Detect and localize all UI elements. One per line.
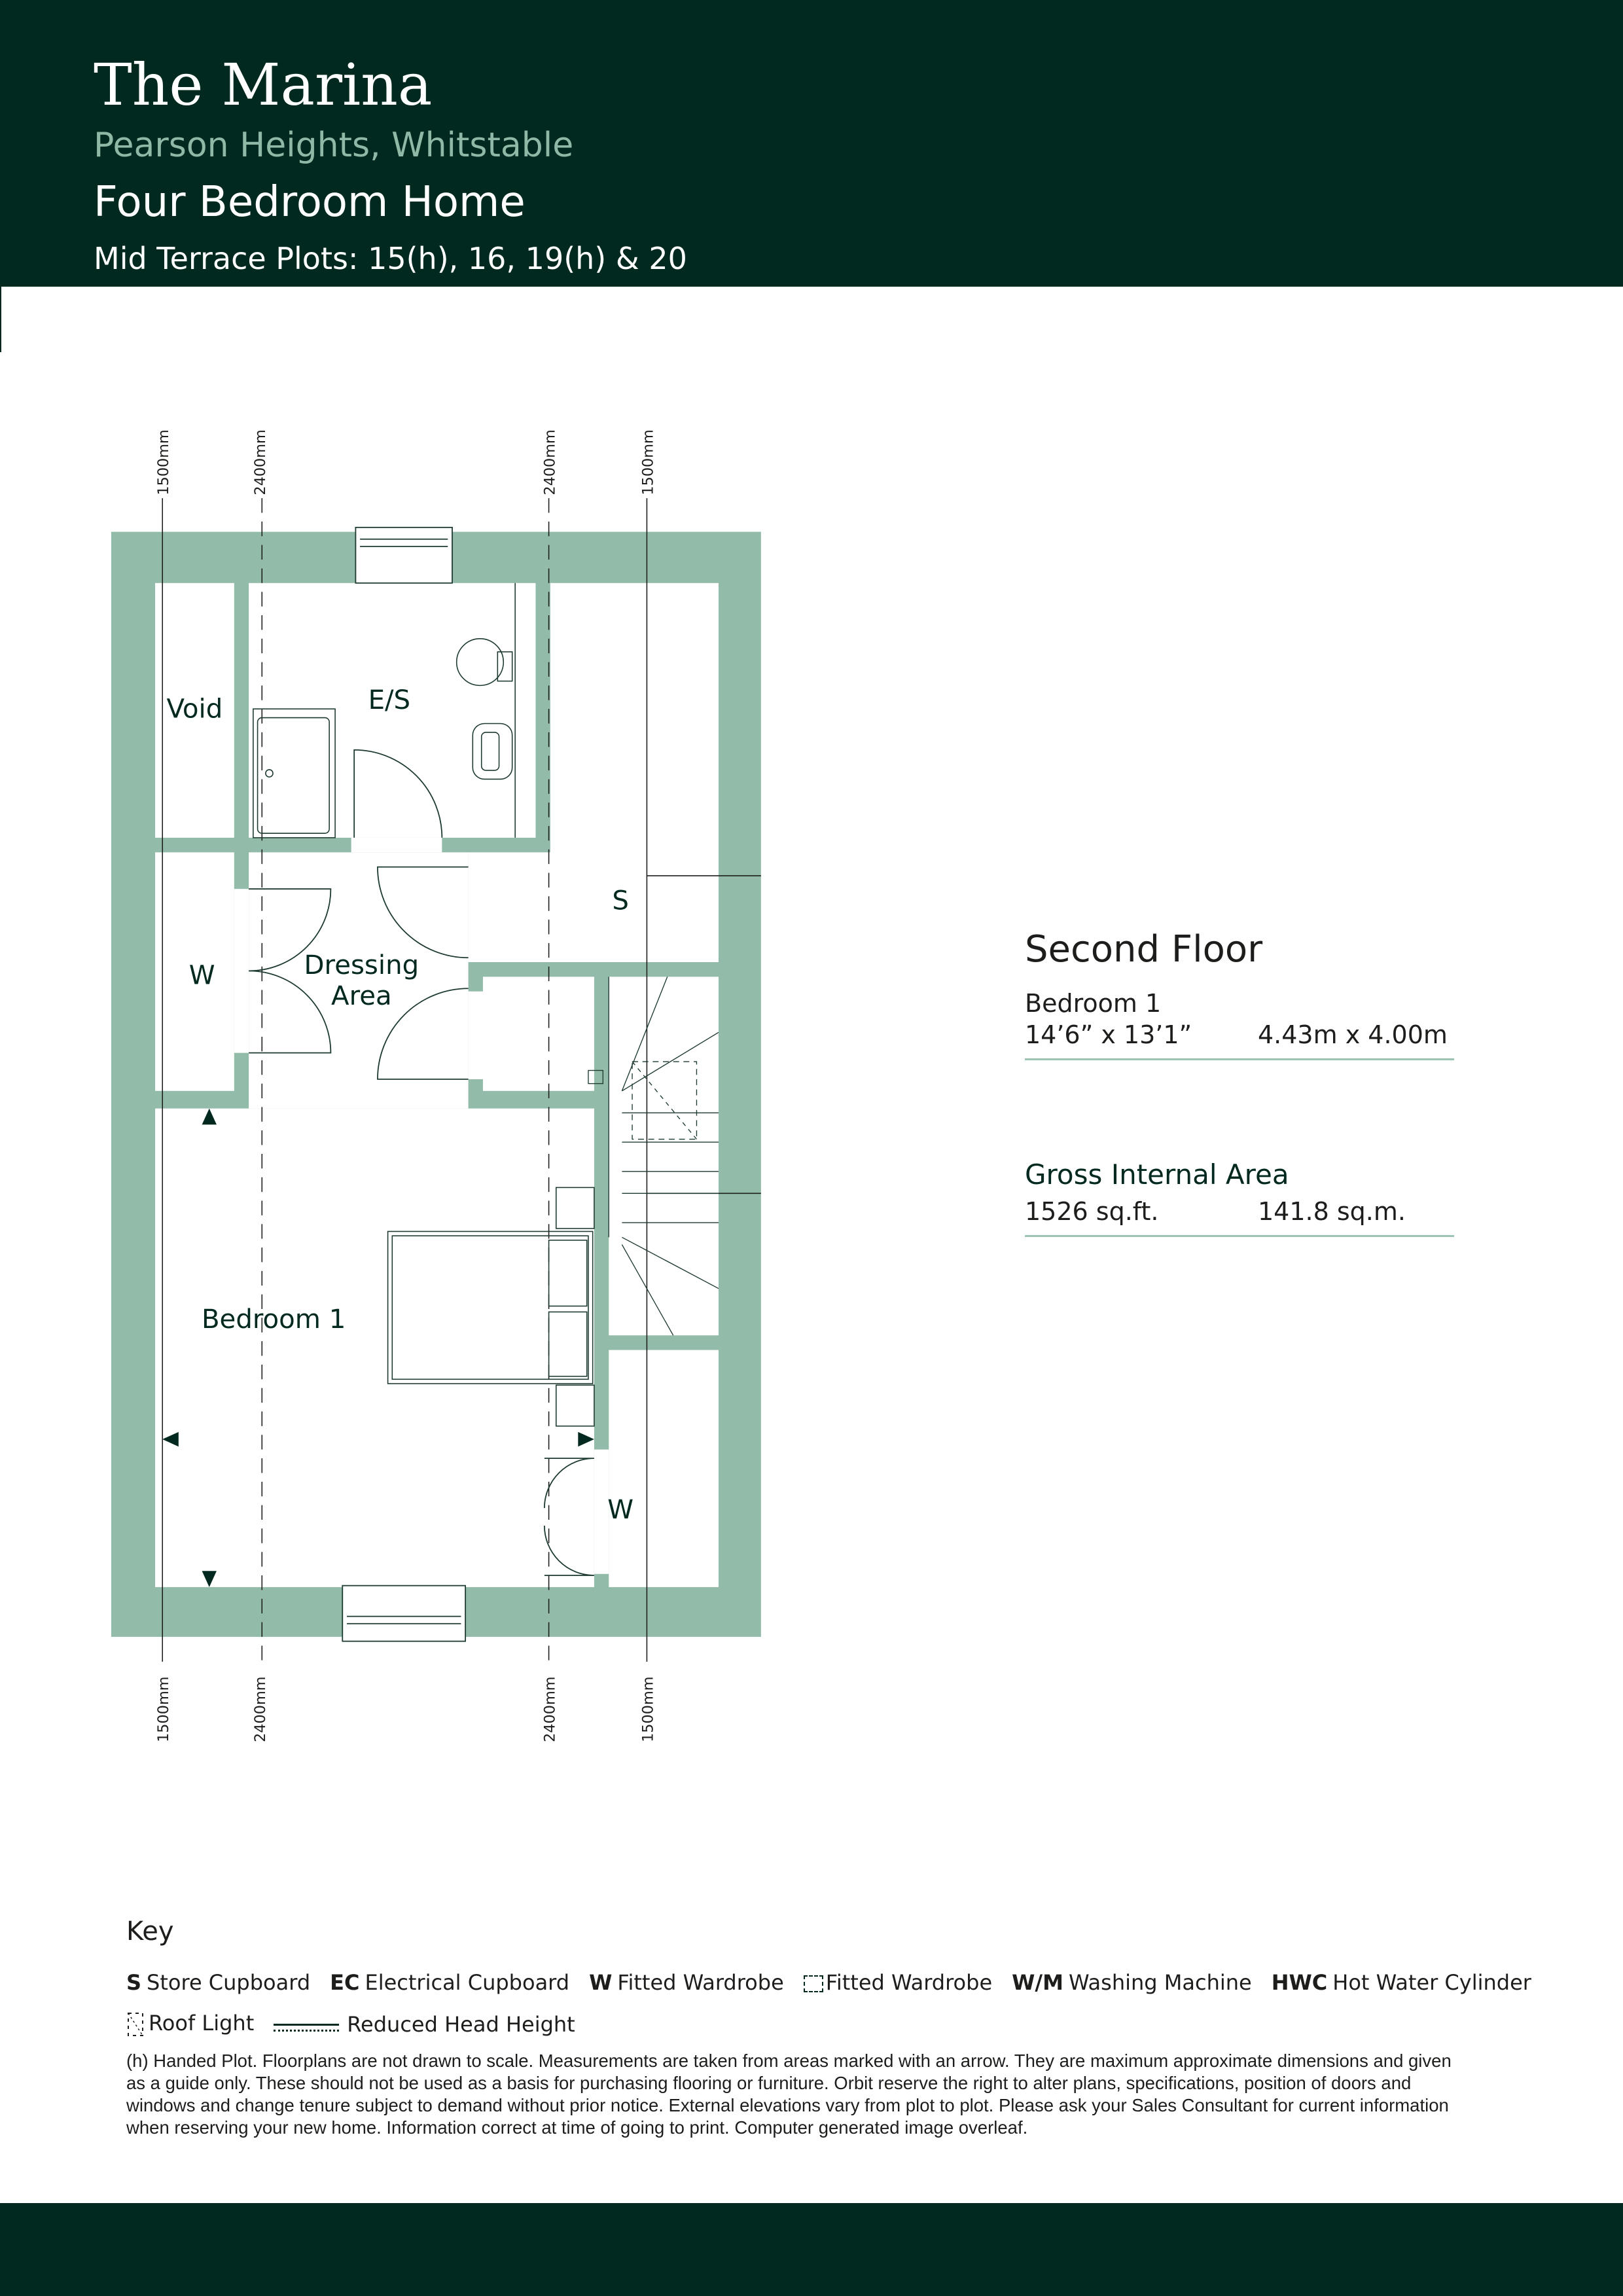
room-label-ensuite: E/S: [368, 685, 411, 715]
room-label-store: S: [612, 886, 629, 916]
dim-label-right-inner-top: 2400mm: [542, 429, 559, 495]
room-imperial: 14’6” x 13’1”: [1025, 1020, 1192, 1049]
divider: [1025, 1058, 1454, 1060]
room-label-wardrobe-left: W: [189, 961, 215, 991]
dashed-line-icon: [274, 2023, 340, 2032]
gia-imperial: 1526 sq.ft.: [1025, 1197, 1159, 1226]
dim-label-right-outer-top: 1500mm: [639, 429, 656, 495]
gia-label: Gross Internal Area: [1025, 1158, 1289, 1191]
dim-label-left-outer-top: 1500mm: [155, 429, 172, 495]
edge-mark: [0, 287, 1, 352]
dim-label-left-inner-bottom: 2400mm: [252, 1676, 269, 1742]
dimension-labels: 1500mm 2400mm 2400mm 1500mm 1500mm 2400m…: [155, 429, 656, 1742]
key-row-2: Roof Light Reduced Head Height: [126, 2011, 595, 2037]
toilet-icon: [455, 638, 505, 687]
home-type: Four Bedroom Home: [94, 178, 526, 226]
dim-label-left-outer-bottom: 1500mm: [155, 1676, 172, 1742]
room-label-void: Void: [167, 694, 223, 725]
shower-tray: [253, 708, 336, 838]
footer-bar: [0, 2203, 1623, 2296]
room-dimensions-panel: Second Floor Bedroom 1 14’6” x 13’1” 4.4…: [1025, 928, 1454, 1060]
room-floors: [155, 583, 719, 1587]
roof-light-icon: [128, 2013, 143, 2036]
key-item-reduced-head-height: Reduced Head Height: [274, 2012, 575, 2037]
gross-internal-area: Gross Internal Area 1526 sq.ft. 141.8 sq…: [1025, 1158, 1454, 1237]
window-bottom: [342, 1585, 467, 1642]
key-item-roof-light: Roof Light: [126, 2011, 254, 2037]
window-top: [355, 526, 453, 584]
basin-icon: [472, 723, 513, 780]
header-banner: The Marina Pearson Heights, Whitstable F…: [0, 0, 1623, 287]
room-dimensions: 14’6” x 13’1” 4.43m x 4.00m: [1025, 1020, 1454, 1049]
door-swings: [249, 749, 594, 1576]
dim-label-right-outer-bottom: 1500mm: [639, 1676, 656, 1742]
dimension-lines: [162, 498, 761, 1662]
bed: [387, 1187, 595, 1427]
room-labels: Void E/S S W Dressing Area Bedroom 1 W: [167, 685, 634, 1525]
dim-label-right-inner-bottom: 2400mm: [542, 1676, 559, 1742]
room-label-dressing-area-1: Dressing: [304, 950, 419, 980]
room-label-dressing-area-2: Area: [331, 981, 392, 1011]
room-metric: 4.43m x 4.00m: [1258, 1020, 1448, 1049]
dim-label-left-inner-top: 2400mm: [252, 429, 269, 495]
page-title: The Marina: [94, 51, 433, 118]
dashed-box-icon: [803, 1975, 823, 1992]
plot-numbers: Mid Terrace Plots: 15(h), 16, 19(h) & 20: [94, 241, 687, 276]
gia-values: 1526 sq.ft. 141.8 sq.m.: [1025, 1197, 1454, 1226]
room-label-wardrobe-right: W: [607, 1495, 633, 1525]
measurement-arrows: [162, 1108, 594, 1587]
roof-light-icon: [632, 1061, 698, 1140]
key-item-fitted-wardrobe-symbol: Fitted Wardrobe: [803, 1970, 992, 1995]
key-heading: Key: [126, 1916, 174, 1946]
divider: [1025, 1235, 1454, 1237]
floor-heading: Second Floor: [1025, 928, 1263, 971]
gia-metric: 141.8 sq.m.: [1258, 1197, 1406, 1226]
staircase: [588, 977, 719, 1336]
bathroom-fixtures: [253, 583, 516, 838]
development-location: Pearson Heights, Whitstable: [94, 126, 574, 165]
room-label-bedroom-1: Bedroom 1: [202, 1304, 346, 1335]
room-name: Bedroom 1: [1025, 989, 1162, 1018]
disclaimer: (h) Handed Plot. Floorplans are not draw…: [126, 2051, 1452, 2138]
